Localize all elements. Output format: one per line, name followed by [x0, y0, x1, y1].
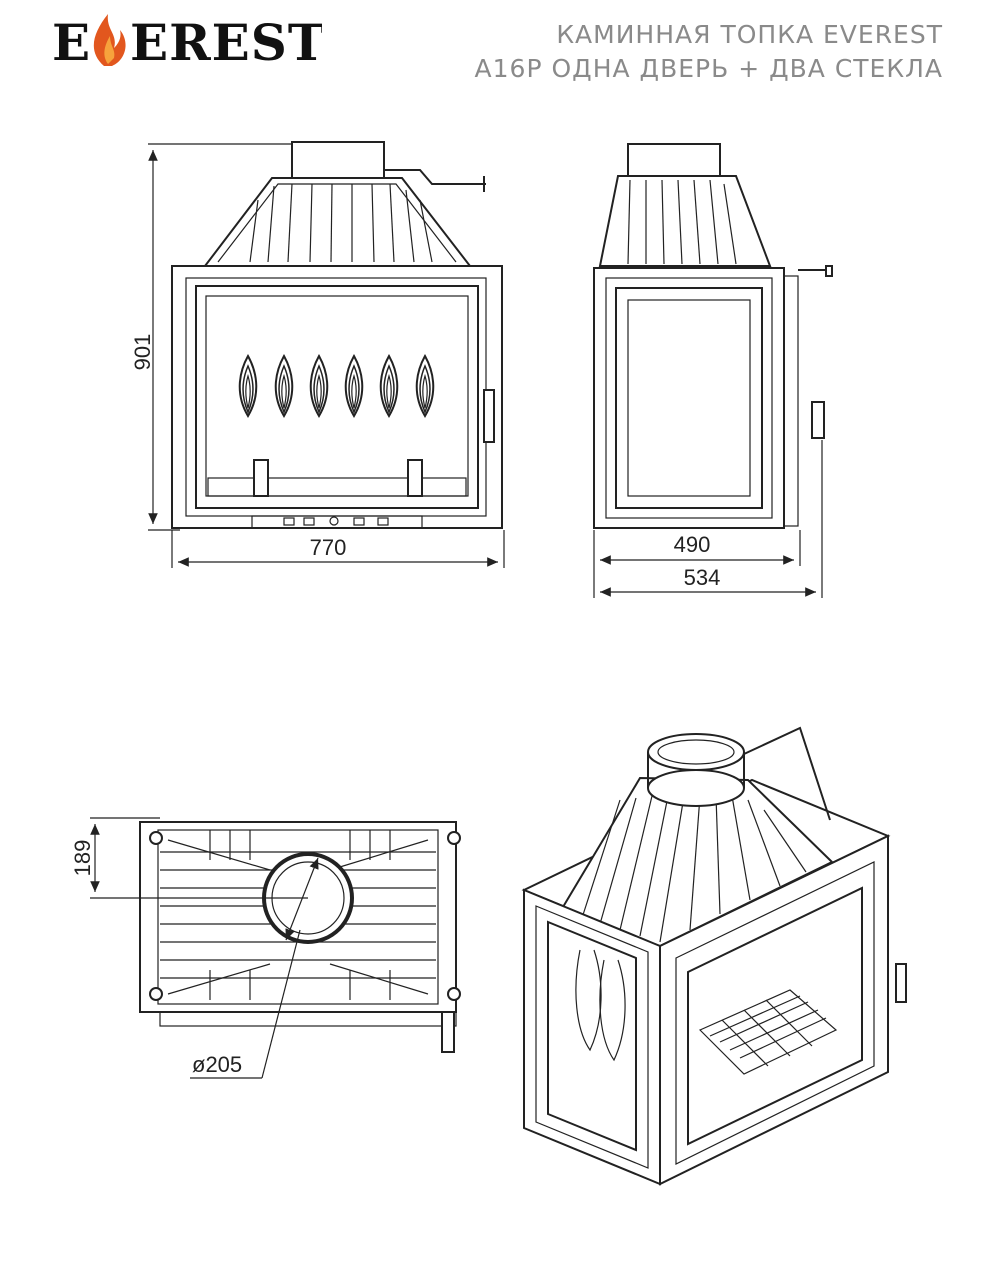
everest-logo: E EREST [52, 13, 322, 72]
product-title: КАМИННАЯ ТОПКА EVEREST А16Р ОДНА ДВЕРЬ +… [475, 18, 943, 86]
flame-icon [93, 14, 126, 66]
title-line-2: А16Р ОДНА ДВЕРЬ + ДВА СТЕКЛА [474, 54, 943, 83]
dim-front-width: 770 [310, 535, 347, 560]
title-line-1: КАМИННАЯ ТОПКА EVEREST [556, 20, 943, 49]
svg-text:EREST: EREST [130, 13, 322, 72]
dim-flue-diameter: ø205 [192, 1052, 242, 1077]
isometric-view [521, 726, 907, 1186]
dim-side-total: 534 [684, 565, 721, 590]
svg-text:E: E [52, 13, 91, 72]
top-view: 189 ø205 [70, 817, 461, 1079]
dim-top-offset: 189 [70, 840, 95, 877]
dim-height: 901 [130, 334, 155, 371]
front-view: 901 770 [130, 141, 505, 568]
dim-side-inner: 490 [674, 532, 711, 557]
side-view: 490 534 [593, 143, 833, 598]
